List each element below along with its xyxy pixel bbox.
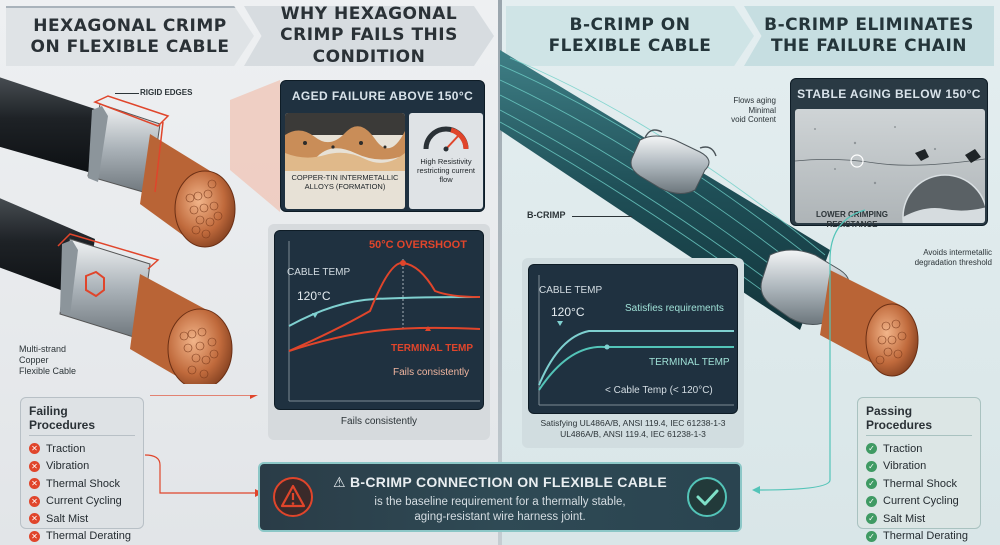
stable-micrograph [795, 109, 985, 223]
failing-item: ✕Current Cycling [29, 493, 135, 511]
banner-subtitle: is the baseline requirement for a therma… [374, 496, 626, 523]
banner-title: ⚠ B-CRIMP CONNECTION ON FLEXIBLE CABLE [332, 474, 668, 490]
intermetallic-caption: COPPER-TIN INTERMETALLIC ALLOYS (FORMATI… [291, 173, 399, 191]
failing-item: ✕Thermal Derating [29, 528, 135, 545]
flows-aging-label: Flows aging Minimal void Content [731, 96, 776, 125]
passing-procedures-title: Passing Procedures [866, 404, 972, 436]
failing-item: ✕Vibration [29, 458, 135, 476]
pass-flow-arrows [752, 209, 866, 494]
warning-icon [273, 477, 313, 517]
check-icon: ✓ [866, 513, 877, 525]
failing-item: ✕Salt Mist [29, 510, 135, 528]
failing-item: ✕Thermal Shock [29, 475, 135, 493]
pass-chart-panel: CABLE TEMP 120°C Satisfies requirements … [528, 264, 738, 414]
rigid-edges-leader [115, 93, 139, 94]
fail-cable-temp-label: CABLE TEMP [287, 267, 351, 278]
satisfies-label: Satisfies requirements [625, 303, 724, 314]
stable-aging-panel: STABLE AGING BELOW 150°C [790, 78, 988, 226]
pass-cable-temp-label: CABLE TEMP [539, 285, 603, 296]
resistivity-gauge-card: High Resistivity restricting current flo… [409, 113, 483, 209]
passing-procedures-box: Passing Procedures ✓Traction ✓Vibration … [857, 397, 981, 542]
x-icon: ✕ [29, 530, 40, 542]
header-b-crimp: B-CRIMP ON FLEXIBLE CABLE [506, 6, 754, 66]
check-icon: ✓ [866, 443, 877, 455]
overshoot-label: 50°C OVERSHOOT [369, 239, 467, 251]
header-b-crimp-eliminates: B-CRIMP ELIMINATES THE FAILURE CHAIN [744, 6, 994, 66]
checkmark-icon [687, 477, 727, 517]
gauge-icon [423, 126, 469, 152]
b-crimp-conclusion-banner: ⚠ B-CRIMP CONNECTION ON FLEXIBLE CABLE i… [258, 462, 742, 532]
x-icon: ✕ [29, 478, 40, 490]
pass-terminal-temp-label: TERMINAL TEMP [649, 357, 730, 368]
pass-temperature-chart [538, 275, 734, 406]
check-icon: ✓ [866, 460, 877, 472]
fail-terminal-temp-label: TERMINAL TEMP [391, 343, 474, 354]
multi-strand-label: Multi-strand Copper Flexible Cable [19, 344, 77, 376]
x-icon: ✕ [29, 513, 40, 525]
fail-120-label: 120°C [297, 289, 331, 303]
terminal-temp-line [288, 326, 481, 352]
pass-terminal-temp-line [538, 345, 734, 391]
b-crimp-cable-illustration [500, 50, 919, 377]
pass-120-label: 120°C [551, 305, 585, 319]
passing-item: ✓Vibration [866, 458, 972, 476]
fail-chart-panel: 50°C OVERSHOOT CABLE TEMP 120°C TERMINAL… [274, 230, 484, 410]
failing-item: ✕Traction [29, 440, 135, 458]
aged-failure-panel: AGED FAILURE ABOVE 150°C COPPER-TIN INTE… [280, 80, 485, 212]
resistivity-caption: High Resistivity restricting current flo… [417, 157, 475, 184]
fails-consistently-caption: Fails consistently [340, 416, 418, 427]
check-icon: ✓ [866, 530, 877, 542]
rigid-edges-label: RIGID EDGES [140, 88, 193, 97]
x-icon: ✕ [29, 460, 40, 472]
fails-consistently-inside: Fails consistently [393, 367, 470, 378]
standards-caption: Satisfying UL486A/B, ANSI 119.4, IEC 612… [540, 418, 726, 439]
passing-item: ✓Salt Mist [866, 510, 972, 528]
passing-item: ✓Traction [866, 440, 972, 458]
passing-item: ✓Thermal Shock [866, 475, 972, 493]
passing-item: ✓Current Cycling [866, 493, 972, 511]
intermetallic-micrograph: COPPER-TIN INTERMETALLIC ALLOYS (FORMATI… [285, 113, 405, 209]
header-hexagonal-crimp: HEXAGONAL CRIMP ON FLEXIBLE CABLE [6, 6, 254, 66]
lower-crimping-label: LOWER CRIMPING RESISTANCE [816, 210, 888, 229]
cable-temp-lt-label: < Cable Temp (< 120°C) [605, 385, 713, 396]
zoom-callout-fail [230, 80, 280, 212]
b-crimp-leader [572, 216, 632, 217]
header-why-fails: WHY HEXAGONAL CRIMP FAILS THIS CONDITION [244, 6, 494, 66]
x-icon: ✕ [29, 495, 40, 507]
passing-item: ✓Thermal Derating [866, 528, 972, 545]
avoids-intermetallic-label: Avoids intermetallic degradation thresho… [914, 248, 992, 267]
fail-flow-arrows [144, 395, 263, 497]
b-crimp-label: B-CRIMP [527, 210, 566, 220]
failing-procedures-box: Failing Procedures ✕Traction ✕Vibration … [20, 397, 144, 542]
x-icon: ✕ [29, 443, 40, 455]
fail-temperature-chart [288, 241, 481, 402]
hexagonal-crimp-cables-illustration [0, 77, 236, 384]
check-icon: ✓ [866, 478, 877, 490]
failing-procedures-title: Failing Procedures [29, 404, 135, 436]
check-icon: ✓ [866, 495, 877, 507]
center-divider [498, 0, 502, 545]
pass-cable-temp-line [538, 330, 734, 386]
